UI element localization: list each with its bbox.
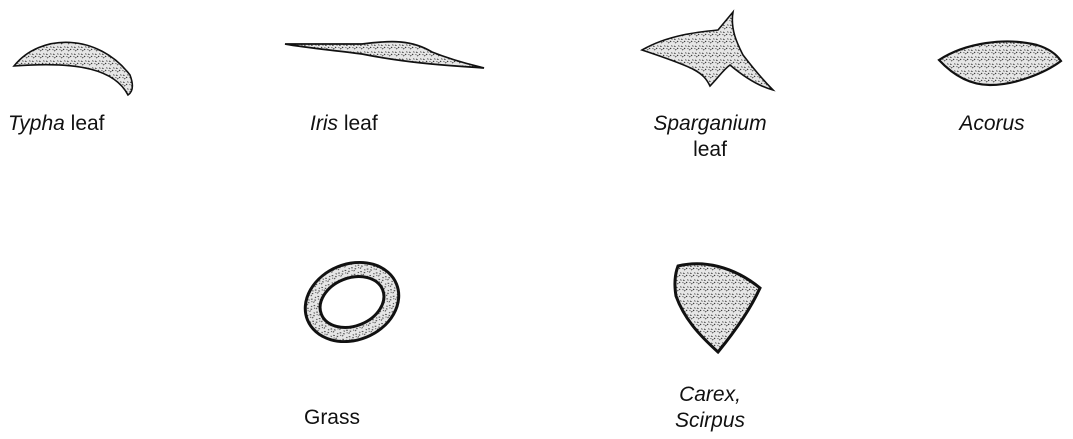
acorus-label: Acorus [942,111,1042,137]
iris-label: Iris leaf [310,111,378,137]
hollow-ring-section-icon [300,262,415,347]
triangular-section-icon [668,258,768,358]
crescent-section-icon [10,25,135,100]
carex-scirpus-label: Carex,Scirpus [650,382,770,434]
iris-leaf-section [282,30,487,75]
grass-label: Grass [292,405,372,431]
sparganium-leaf-section [638,10,778,95]
grass-section [300,262,415,347]
keeled-section-icon [638,10,778,95]
flat-lens-section-icon [282,30,487,75]
typha-leaf-section [10,25,135,100]
lens-section-icon [935,35,1065,95]
typha-label: Typha leaf [8,111,105,137]
carex-scirpus-section [668,258,768,358]
acorus-section [935,35,1065,95]
